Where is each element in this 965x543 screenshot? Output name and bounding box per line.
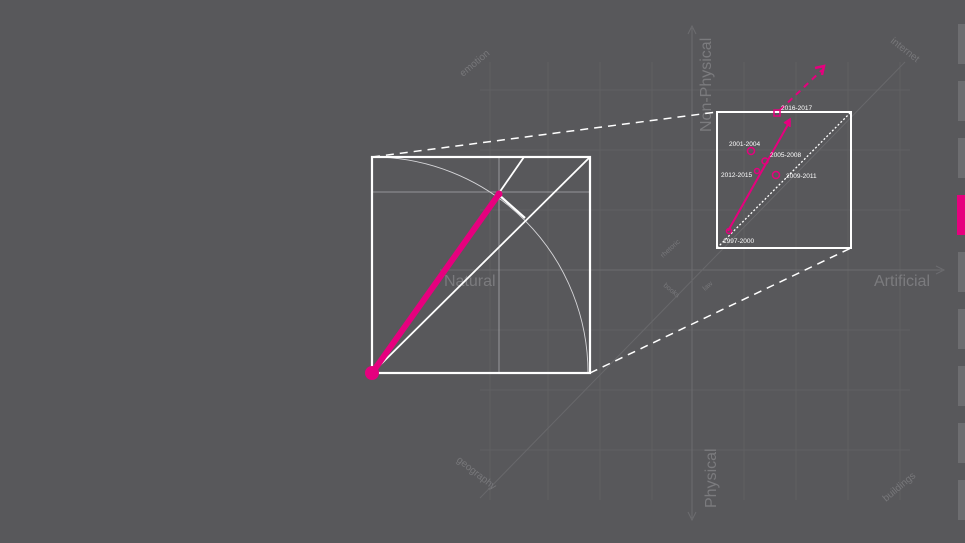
main-square xyxy=(365,155,592,380)
corner-label-top-right: internet xyxy=(888,36,921,65)
axis-label-right: Artificial xyxy=(874,273,930,290)
diagonal xyxy=(371,156,591,374)
side-nav-tab[interactable] xyxy=(958,309,965,349)
projection-lines xyxy=(371,111,852,374)
period-2001-2004: 2001-2004 xyxy=(729,141,760,156)
period-label: 2012-2015 xyxy=(721,172,752,179)
side-nav-tab[interactable] xyxy=(958,81,965,121)
side-nav xyxy=(957,24,965,520)
background-grid xyxy=(480,62,910,500)
period-2012-2015: 2012-2015 xyxy=(721,167,761,179)
side-nav-tab[interactable] xyxy=(958,366,965,406)
side-nav-tab[interactable] xyxy=(958,24,965,64)
axis-label-top: Non-Physical xyxy=(698,38,715,132)
timeline-square xyxy=(716,64,852,249)
corner-label-bottom-left: geography xyxy=(454,455,498,493)
period-label: 2016-2017 xyxy=(781,105,812,112)
origin-dot xyxy=(365,366,379,380)
side-nav-tab[interactable] xyxy=(958,252,965,292)
period-label: 1997-2000 xyxy=(723,238,754,245)
side-nav-tab-active[interactable] xyxy=(957,195,965,235)
inner-word: rhetoric xyxy=(660,238,682,259)
corner-label-bottom-right: buildings xyxy=(881,470,918,504)
trajectory-vector xyxy=(369,191,502,376)
period-label: 2009-2011 xyxy=(786,173,817,180)
side-nav-tab[interactable] xyxy=(958,423,965,463)
period-label: 2005-2008 xyxy=(770,152,801,159)
side-nav-tab[interactable] xyxy=(958,480,965,520)
period-2005-2008: 2005-2008 xyxy=(761,152,801,165)
period-label: 2001-2004 xyxy=(729,141,760,148)
quarter-arc xyxy=(371,156,589,374)
period-2016-2017: 2016-2017 xyxy=(773,105,812,117)
inner-word: law xyxy=(702,280,715,293)
period-1997-2000: 1997-2000 xyxy=(723,227,754,245)
inner-word: books xyxy=(662,282,681,300)
side-nav-tab[interactable] xyxy=(958,138,965,178)
period-2009-2011: 2009-2011 xyxy=(771,170,817,180)
axis-label-bottom: Physical xyxy=(703,448,720,508)
background-axes xyxy=(440,24,946,522)
timeline-points: 1997-2000 2001-2004 2005-2008 2009-2011 … xyxy=(721,105,817,245)
axis-label-left: Natural xyxy=(444,273,496,290)
corner-label-top-left: emotion xyxy=(458,48,492,79)
